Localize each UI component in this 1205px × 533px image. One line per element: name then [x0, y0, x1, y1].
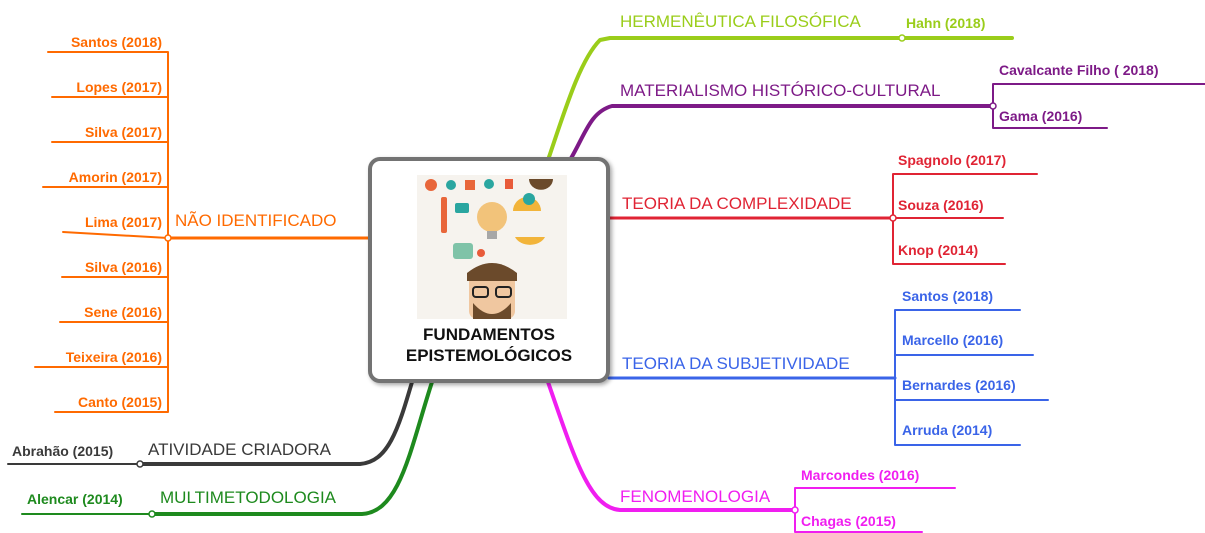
leaf-knop-2014[interactable]: Knop (2014) — [898, 242, 979, 258]
thinking-man-illustration — [417, 175, 567, 319]
branch-fenomenologia[interactable]: FENOMENOLOGIA — [620, 487, 771, 506]
leaf-alencar-2014[interactable]: Alencar (2014) — [27, 491, 123, 507]
leaf-teixeira-2016[interactable]: Teixeira (2016) — [65, 349, 162, 365]
leaf-souza-2016[interactable]: Souza (2016) — [898, 197, 984, 213]
branch-fenomenologia-connector — [546, 380, 956, 533]
branch-hermeneutica-connector — [546, 34, 1014, 162]
branch-hermeneutica[interactable]: HERMENÊUTICA FILOSÓFICA — [620, 12, 861, 31]
branch-nao-identificado[interactable]: NÃO IDENTIFICADO — [175, 211, 337, 230]
branch-subjetividade[interactable]: TEORIA DA SUBJETIVIDADE — [622, 354, 850, 373]
branch-atividade-criadora[interactable]: ATIVIDADE CRIADORA — [148, 440, 331, 459]
leaf-santos-2018[interactable]: Santos (2018) — [70, 34, 162, 50]
leaf-chagas-2015[interactable]: Chagas (2015) — [801, 513, 896, 529]
leaf-sene-2016[interactable]: Sene (2016) — [84, 304, 162, 320]
leaf-santos-2018-subjetividade[interactable]: Santos (2018) — [902, 288, 994, 304]
branch-multimetodologia-connector — [21, 380, 434, 518]
central-topic[interactable]: FUNDAMENTOS EPISTEMOLÓGICOS — [368, 157, 610, 383]
leaf-gama-2016[interactable]: Gama (2016) — [999, 108, 1083, 124]
leaf-canto-2015[interactable]: Canto (2015) — [77, 394, 162, 410]
central-topic-line-1: FUNDAMENTOS — [423, 325, 555, 344]
leaf-arruda-2014[interactable]: Arruda (2014) — [902, 422, 993, 438]
central-topic-title: FUNDAMENTOS EPISTEMOLÓGICOS — [372, 324, 606, 366]
leaf-silva-2017[interactable]: Silva (2017) — [84, 124, 162, 140]
leaf-amorin-2017[interactable]: Amorin (2017) — [68, 169, 162, 185]
branch-atividade-connector — [7, 380, 414, 468]
leaf-marcondes-2016[interactable]: Marcondes (2016) — [801, 467, 920, 483]
branch-nao-identificado-connector — [34, 51, 372, 413]
branch-complexidade-connector — [607, 173, 1038, 265]
leaf-bernardes-2016[interactable]: Bernardes (2016) — [902, 377, 1016, 393]
branch-multimetodologia[interactable]: MULTIMETODOLOGIA — [160, 488, 337, 507]
branch-materialismo[interactable]: MATERIALISMO HISTÓRICO-CULTURAL — [620, 81, 941, 100]
leaf-silva-2016[interactable]: Silva (2016) — [84, 259, 162, 275]
branch-subjetividade-connector — [607, 309, 1049, 446]
branch-materialismo-connector — [568, 83, 1205, 162]
leaf-spagnolo-2017[interactable]: Spagnolo (2017) — [898, 152, 1007, 168]
leaf-abrahao-2015[interactable]: Abrahão (2015) — [12, 443, 114, 459]
leaf-lima-2017[interactable]: Lima (2017) — [84, 214, 162, 230]
central-topic-line-2: EPISTEMOLÓGICOS — [405, 346, 573, 365]
leaf-marcello-2016[interactable]: Marcello (2016) — [902, 332, 1004, 348]
branch-complexidade[interactable]: TEORIA DA COMPLEXIDADE — [622, 194, 852, 213]
leaf-lopes-2017[interactable]: Lopes (2017) — [76, 79, 162, 95]
leaf-cavalcante-filho-2018[interactable]: Cavalcante Filho ( 2018) — [999, 62, 1159, 78]
leaf-hahn-2018[interactable]: Hahn (2018) — [906, 15, 986, 31]
